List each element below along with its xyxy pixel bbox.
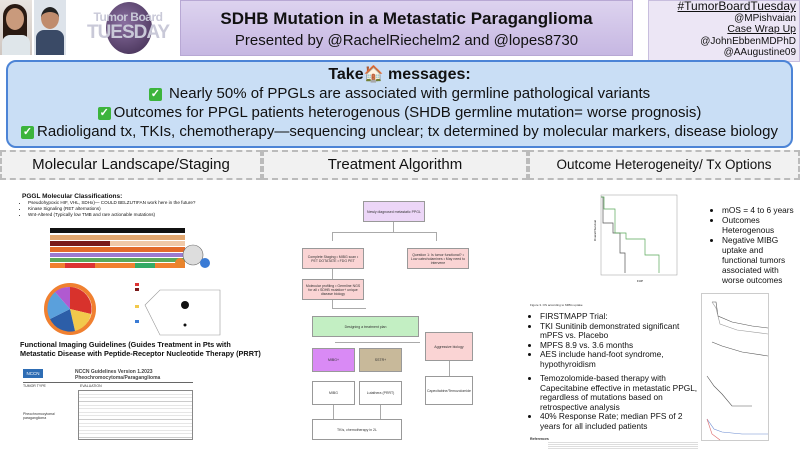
molecular-heading: PGGL Molecular Classifications: xyxy=(22,193,123,200)
bullet: MPFS 8.9 vs. 3.6 months xyxy=(540,340,700,351)
presenters: Presented by @RachelRiechelm2 and @lopes… xyxy=(234,32,579,49)
handles-box: #TumorBoardTuesday @MPishvaian Case Wrap… xyxy=(648,0,800,62)
evaluation-box xyxy=(78,390,193,440)
flow-plan: Designing a treatment plan xyxy=(312,316,419,337)
checkmark-icon: ✓ xyxy=(21,126,35,139)
tumor-board-tuesday-logo: Tumor Board TUESDAY xyxy=(84,2,172,54)
flow-aggressive: Aggressive biology xyxy=(425,332,473,361)
flow-mibg: MIBG xyxy=(312,381,355,405)
section-outcomes: Outcome Heterogeneity/ Tx Options xyxy=(528,150,800,180)
trial-curves-figure xyxy=(701,293,769,441)
bullet: AES include hand-foot syndrome, hypothyr… xyxy=(540,349,700,369)
bullet: Negative MIBG uptake and functional tumo… xyxy=(722,235,800,285)
flow-start: Newly diagnosed metastatic PPGL xyxy=(363,201,425,222)
col-evaluation: EVALUATION xyxy=(80,384,102,388)
section-algorithm: Treatment Algorithm xyxy=(262,150,528,180)
handle: @MPishvaian xyxy=(734,12,796,24)
presenter-photo-1 xyxy=(0,0,32,55)
flow-capetem: Capecitabine/Temozolomide xyxy=(425,376,473,405)
title-banner: SDHB Mutation in a Metastatic Paragangli… xyxy=(180,0,633,56)
flow-profiling: Molecular profiling • Germline NGS for a… xyxy=(302,279,364,300)
km-caption: Figure 3. OS according to MIBG uptake xyxy=(530,303,583,307)
km-curve-figure: Overall Survival FUP xyxy=(593,194,678,283)
checkmark-icon: ✓ xyxy=(148,88,162,101)
bullet: Pseudohypoxic HIF, VHL, SDHx)— COULD BEL… xyxy=(28,200,262,206)
hashtag-link[interactable]: #TumorBoardTuesday xyxy=(677,0,797,13)
bullet: Kinase Signaling (RET alternations) xyxy=(28,206,262,212)
references-list xyxy=(548,441,698,449)
take-home-item: ✓Radioligand tx, TKIs, chemotherapy—sequ… xyxy=(21,123,778,140)
bullet: FIRSTMAPP Trial: xyxy=(540,311,700,322)
references-label: References xyxy=(530,437,549,441)
take-home-item: ✓Outcomes for PPGL patients heterogenous… xyxy=(97,104,702,121)
handle: @JohnEbbenMDPhD xyxy=(700,35,796,47)
take-home-box: Take🏠 messages: ✓ Nearly 50% of PPGLs ar… xyxy=(6,60,793,148)
tumor-type: Pheochromocytoma/ paraganglioma xyxy=(23,412,56,420)
bullet: Wnt-Altered (Typically low TMB and rare … xyxy=(28,212,262,218)
flow-staging: Complete Staging • MIBG scan • PET DOTAT… xyxy=(302,248,364,269)
molecular-panel: PGGL Molecular Classifications: Pseudohy… xyxy=(22,193,262,218)
take-home-title: Take🏠 messages: xyxy=(328,66,471,83)
house-icon: 🏠 xyxy=(363,66,384,83)
flow-question: Question 1: Is tumor functional? • Low c… xyxy=(407,248,469,269)
flow-mibg-positive: MIBG+ xyxy=(312,348,355,372)
checkmark-icon: ✓ xyxy=(97,107,111,120)
handle: @AAugustine09 xyxy=(723,47,796,58)
imaging-heading: Functional Imaging Guidelines (Guides Tr… xyxy=(20,340,261,358)
bullet: TKI Sunitinib demonstrated significant m… xyxy=(540,321,700,341)
col-tumor-type: TUMOR TYPE xyxy=(23,384,46,388)
km-ylabel: Overall Survival xyxy=(593,220,597,241)
nccn-logo: NCCN xyxy=(23,369,43,378)
flow-second-line: TKIs, chemotherapy in 2L xyxy=(312,419,402,440)
genomic-landscape-figure xyxy=(44,228,221,336)
section-molecular: Molecular Landscape/Staging xyxy=(0,150,262,180)
take-home-item: ✓ Nearly 50% of PPGLs are associated wit… xyxy=(148,85,651,102)
flow-lutathera: Lutathera (PRRT) xyxy=(359,381,402,405)
bullet: 40% Response Rate; median PFS of 2 years… xyxy=(540,411,700,431)
flow-sstr-positive: SSTR+ xyxy=(359,348,402,372)
bullet: Outcomes Heterogenous xyxy=(722,215,800,235)
bullet: mOS = 4 to 6 years xyxy=(722,205,800,215)
logo-line-1: Tumor Board xyxy=(93,10,163,24)
km-xlabel: FUP xyxy=(637,279,643,283)
page-title: SDHB Mutation in a Metastatic Paragangli… xyxy=(220,9,593,28)
bullet: Temozolomide-based therapy with Capecita… xyxy=(540,373,700,412)
presenter-photo-2 xyxy=(34,0,66,55)
case-wrap-up-link[interactable]: Case Wrap Up xyxy=(727,23,796,35)
logo-line-2: TUESDAY xyxy=(86,22,170,43)
